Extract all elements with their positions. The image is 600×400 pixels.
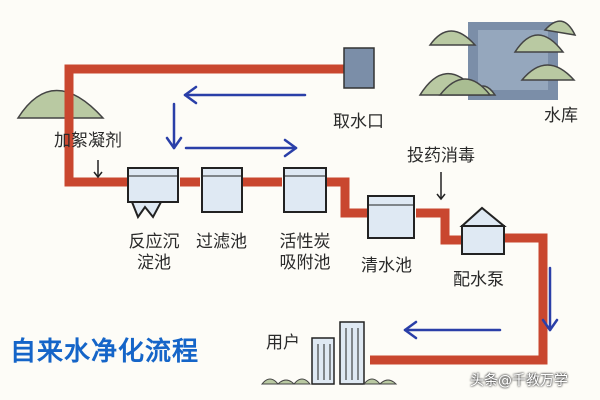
label-user: 用户 bbox=[266, 333, 300, 353]
user-buildings bbox=[260, 321, 398, 385]
label-clear-tank: 清水池 bbox=[361, 256, 412, 276]
disinfect-arrow bbox=[436, 172, 446, 201]
filter-tank bbox=[201, 167, 243, 213]
reaction-tank bbox=[127, 167, 179, 220]
coagulant-arrow bbox=[93, 160, 103, 179]
watermark: 头条@千教万学 bbox=[470, 373, 568, 389]
label-carbon-tank: 活性炭 吸附池 bbox=[275, 232, 335, 274]
label-carbon-tank-line2: 吸附池 bbox=[279, 253, 331, 273]
label-reaction-tank: 反应沉 淀池 bbox=[124, 232, 184, 274]
hill-illustration bbox=[16, 89, 105, 119]
carbon-tank bbox=[283, 167, 327, 213]
pipe-path bbox=[64, 64, 548, 365]
blue-flow-arrows bbox=[165, 85, 559, 340]
clear-tank bbox=[367, 195, 415, 239]
label-reaction-tank-line2: 淀池 bbox=[137, 253, 171, 273]
diagram-title: 自来水净化流程 bbox=[10, 337, 200, 367]
label-coagulant: 加絮凝剂 bbox=[54, 131, 122, 151]
label-disinfect: 投药消毒 bbox=[407, 146, 475, 166]
label-intake: 取水口 bbox=[333, 112, 384, 132]
label-filter-tank: 过滤池 bbox=[196, 232, 247, 252]
label-pump: 配水泵 bbox=[453, 270, 504, 290]
label-carbon-tank-line1: 活性炭 bbox=[279, 232, 331, 252]
intake-box bbox=[343, 47, 375, 89]
label-reaction-tank-line1: 反应沉 bbox=[128, 232, 180, 252]
label-reservoir: 水库 bbox=[544, 106, 578, 126]
pump-house bbox=[459, 206, 507, 255]
reservoir-illustration bbox=[418, 20, 577, 100]
